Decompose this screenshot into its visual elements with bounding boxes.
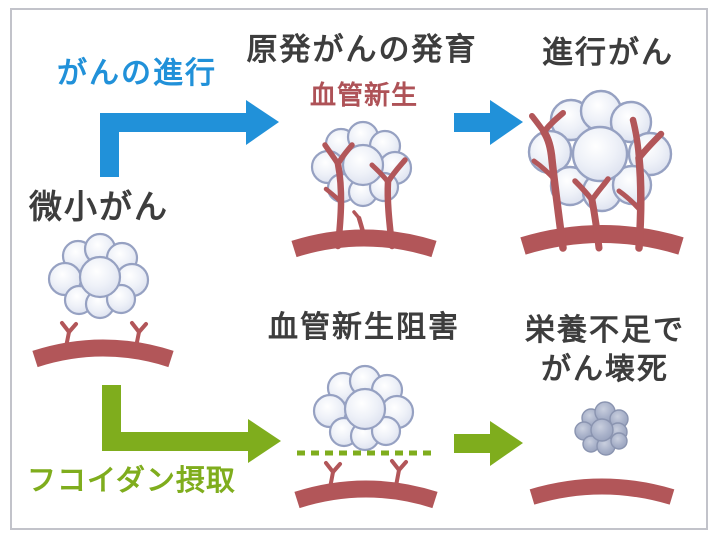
arrow-head xyxy=(248,419,281,463)
arrow-shaft xyxy=(454,113,490,132)
cancer-cell-cluster xyxy=(312,364,415,452)
arrow-shaft xyxy=(102,432,248,451)
primary-cancer-illustration xyxy=(291,120,437,258)
label-micro-cancer: 微小がん xyxy=(29,187,169,226)
label-necrosis-line1: 栄養不足で xyxy=(525,313,685,348)
arrow-shaft xyxy=(454,434,490,453)
label-primary-cancer-growth: 原発がんの発育 xyxy=(246,32,478,68)
cancer-cell-cluster xyxy=(47,232,150,320)
necrotic-cell-cluster xyxy=(574,401,629,456)
label-angiogenesis: 血管新生 xyxy=(309,81,418,111)
label-advanced-cancer: 進行がん xyxy=(542,35,674,71)
label-necrosis: 栄養不足で がん壊死 xyxy=(512,311,698,389)
arrow-head xyxy=(246,100,279,145)
necrotic-cancer-illustration xyxy=(529,401,675,505)
cancer-progression-arrow-icon xyxy=(100,100,279,177)
blood-vessel xyxy=(520,225,684,255)
label-necrosis-line2: がん壊死 xyxy=(541,352,669,387)
inhibition-step-arrow-icon xyxy=(454,421,523,466)
label-fucoidan-intake: フコイダン摂取 xyxy=(27,463,236,497)
arrow-head xyxy=(490,421,523,466)
fucoidan-arrow-icon xyxy=(102,385,281,463)
blood-vessel xyxy=(294,480,438,509)
micro-cancer-illustration xyxy=(32,232,174,368)
cancer-cell-cluster xyxy=(310,120,413,208)
arrow-head xyxy=(490,100,523,145)
inhibited-angiogenesis-illustration xyxy=(294,364,438,509)
advanced-cancer-illustration xyxy=(520,89,684,255)
label-angiogenesis-inhibition: 血管新生阻害 xyxy=(268,310,460,345)
blood-vessel xyxy=(32,339,174,368)
angiogenesis-vessels xyxy=(529,110,665,252)
progression-step-arrow-icon xyxy=(454,100,523,145)
angiogenesis-vessels xyxy=(322,142,408,250)
arrow-shaft xyxy=(100,113,246,132)
label-cancer-progression: がんの進行 xyxy=(57,56,217,91)
blood-vessel xyxy=(529,478,675,505)
